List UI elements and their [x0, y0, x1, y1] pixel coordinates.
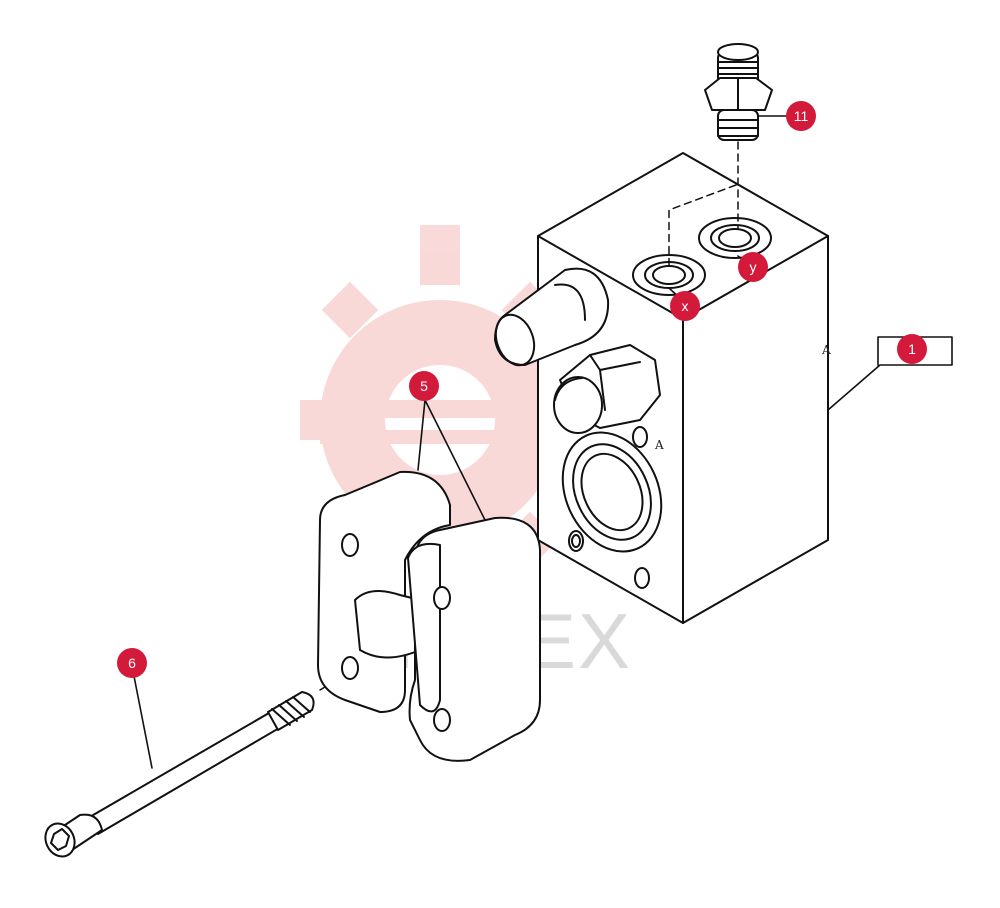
callout-y[interactable]: y — [738, 252, 768, 282]
mark-a-right: A — [821, 343, 831, 357]
flange-front — [407, 516, 541, 762]
callout-5[interactable]: 5 — [409, 371, 439, 401]
callout-6-label: 6 — [128, 655, 136, 671]
callout-5-label: 5 — [420, 378, 428, 394]
callout-11-label: 11 — [794, 108, 809, 124]
callout-11[interactable]: 11 — [786, 101, 816, 131]
callout-y-label: y — [750, 259, 757, 275]
mark-a-front: A — [654, 438, 664, 452]
callout-1[interactable]: 1 — [897, 334, 927, 364]
bolt-6 — [44, 691, 315, 858]
callout-x-label: x — [682, 298, 689, 314]
fitting-11 — [704, 43, 773, 141]
callout-x[interactable]: x — [670, 291, 700, 321]
callout-1-label: 1 — [908, 341, 916, 357]
flange-back — [317, 470, 451, 713]
callout-6[interactable]: 6 — [117, 648, 147, 678]
